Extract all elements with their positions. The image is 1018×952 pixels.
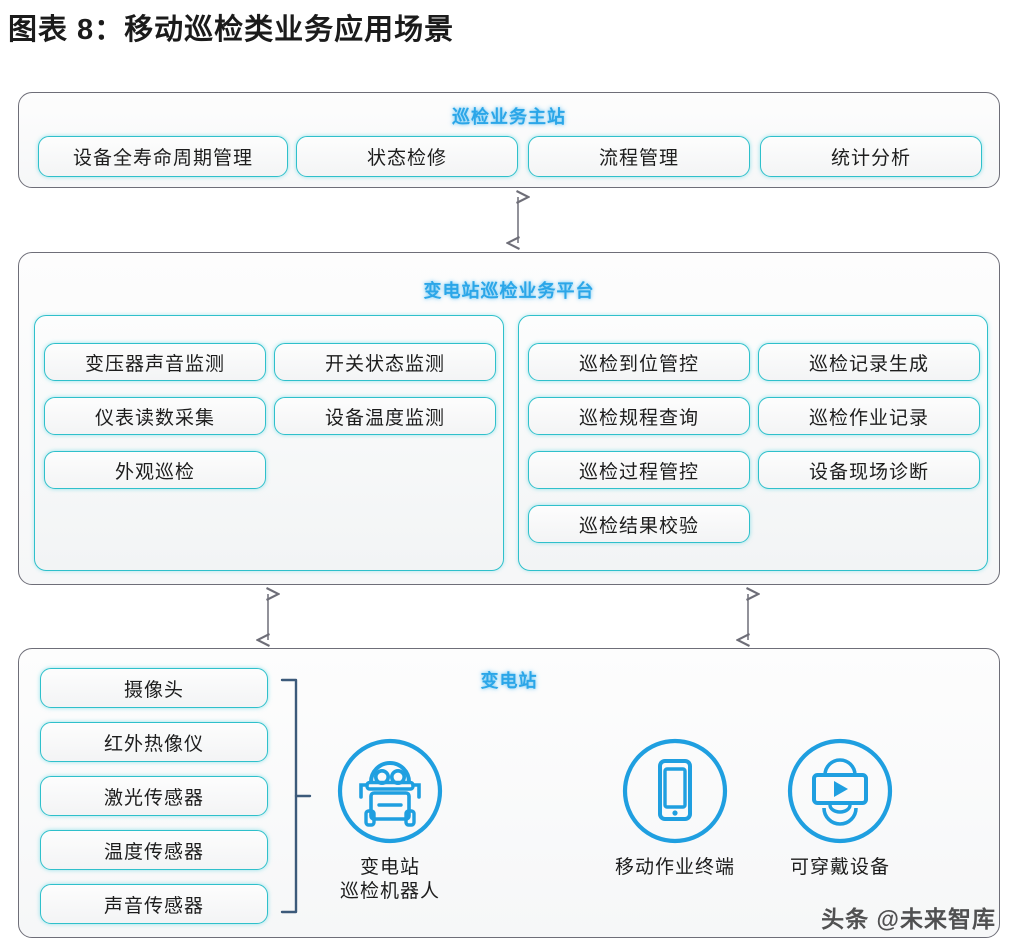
- sensor-sound-sensor[interactable]: 声音传感器: [40, 884, 268, 924]
- master-item-condition-maintenance[interactable]: 状态检修: [296, 136, 518, 177]
- master-item-process-management[interactable]: 流程管理: [528, 136, 750, 177]
- master-station-heading: 巡检业务主站: [452, 107, 566, 127]
- sensor-infrared-thermal-imager[interactable]: 红外热像仪: [40, 722, 268, 762]
- platform-item-inspection-process-control[interactable]: 巡检过程管控: [528, 451, 750, 489]
- device-label-mobile-terminal: 移动作业终端: [614, 857, 735, 878]
- connector-platform-to-substation-left: [250, 585, 286, 649]
- sensor-camera[interactable]: 摄像头: [40, 668, 268, 708]
- platform-item-inspection-arrival-control[interactable]: 巡检到位管控: [528, 343, 750, 381]
- platform-item-transformer-sound-monitoring[interactable]: 变压器声音监测: [44, 343, 266, 381]
- device-inspection-robot[interactable]: 变电站 巡检机器人: [325, 735, 455, 905]
- watermark: 头条 @未来智库: [821, 906, 996, 932]
- platform-item-equipment-temperature-monitoring[interactable]: 设备温度监测: [274, 397, 496, 435]
- page-title: 图表 8：移动巡检类业务应用场景: [8, 14, 455, 46]
- sensor-temperature-sensor[interactable]: 温度传感器: [40, 830, 268, 870]
- platform-item-onsite-equipment-diagnosis[interactable]: 设备现场诊断: [758, 451, 980, 489]
- substation-heading: 变电站: [480, 671, 538, 691]
- platform-item-meter-reading-collection[interactable]: 仪表读数采集: [44, 397, 266, 435]
- wearable-vr-icon: [784, 735, 896, 847]
- platform-heading: 变电站巡检业务平台: [423, 281, 595, 301]
- connector-platform-to-substation-right: [730, 585, 766, 649]
- platform-item-inspection-record-generation[interactable]: 巡检记录生成: [758, 343, 980, 381]
- device-wearable[interactable]: 可穿戴设备: [775, 735, 905, 880]
- inspection-robot-icon: [334, 735, 446, 847]
- platform-item-inspection-result-verification[interactable]: 巡检结果校验: [528, 505, 750, 543]
- sensor-laser-sensor[interactable]: 激光传感器: [40, 776, 268, 816]
- master-item-lifecycle-management[interactable]: 设备全寿命周期管理: [38, 136, 288, 177]
- device-mobile-terminal[interactable]: 移动作业终端: [610, 735, 740, 880]
- connector-master-to-platform: [500, 188, 536, 252]
- master-item-statistical-analysis[interactable]: 统计分析: [760, 136, 982, 177]
- sensor-group-bracket: [280, 678, 312, 914]
- device-label-wearable: 可穿戴设备: [789, 857, 890, 878]
- device-label-inspection-robot: 变电站 巡检机器人: [339, 857, 440, 903]
- platform-item-inspection-procedure-query[interactable]: 巡检规程查询: [528, 397, 750, 435]
- platform-item-switch-status-monitoring[interactable]: 开关状态监测: [274, 343, 496, 381]
- platform-item-appearance-inspection[interactable]: 外观巡检: [44, 451, 266, 489]
- mobile-terminal-icon: [619, 735, 731, 847]
- platform-item-inspection-work-record[interactable]: 巡检作业记录: [758, 397, 980, 435]
